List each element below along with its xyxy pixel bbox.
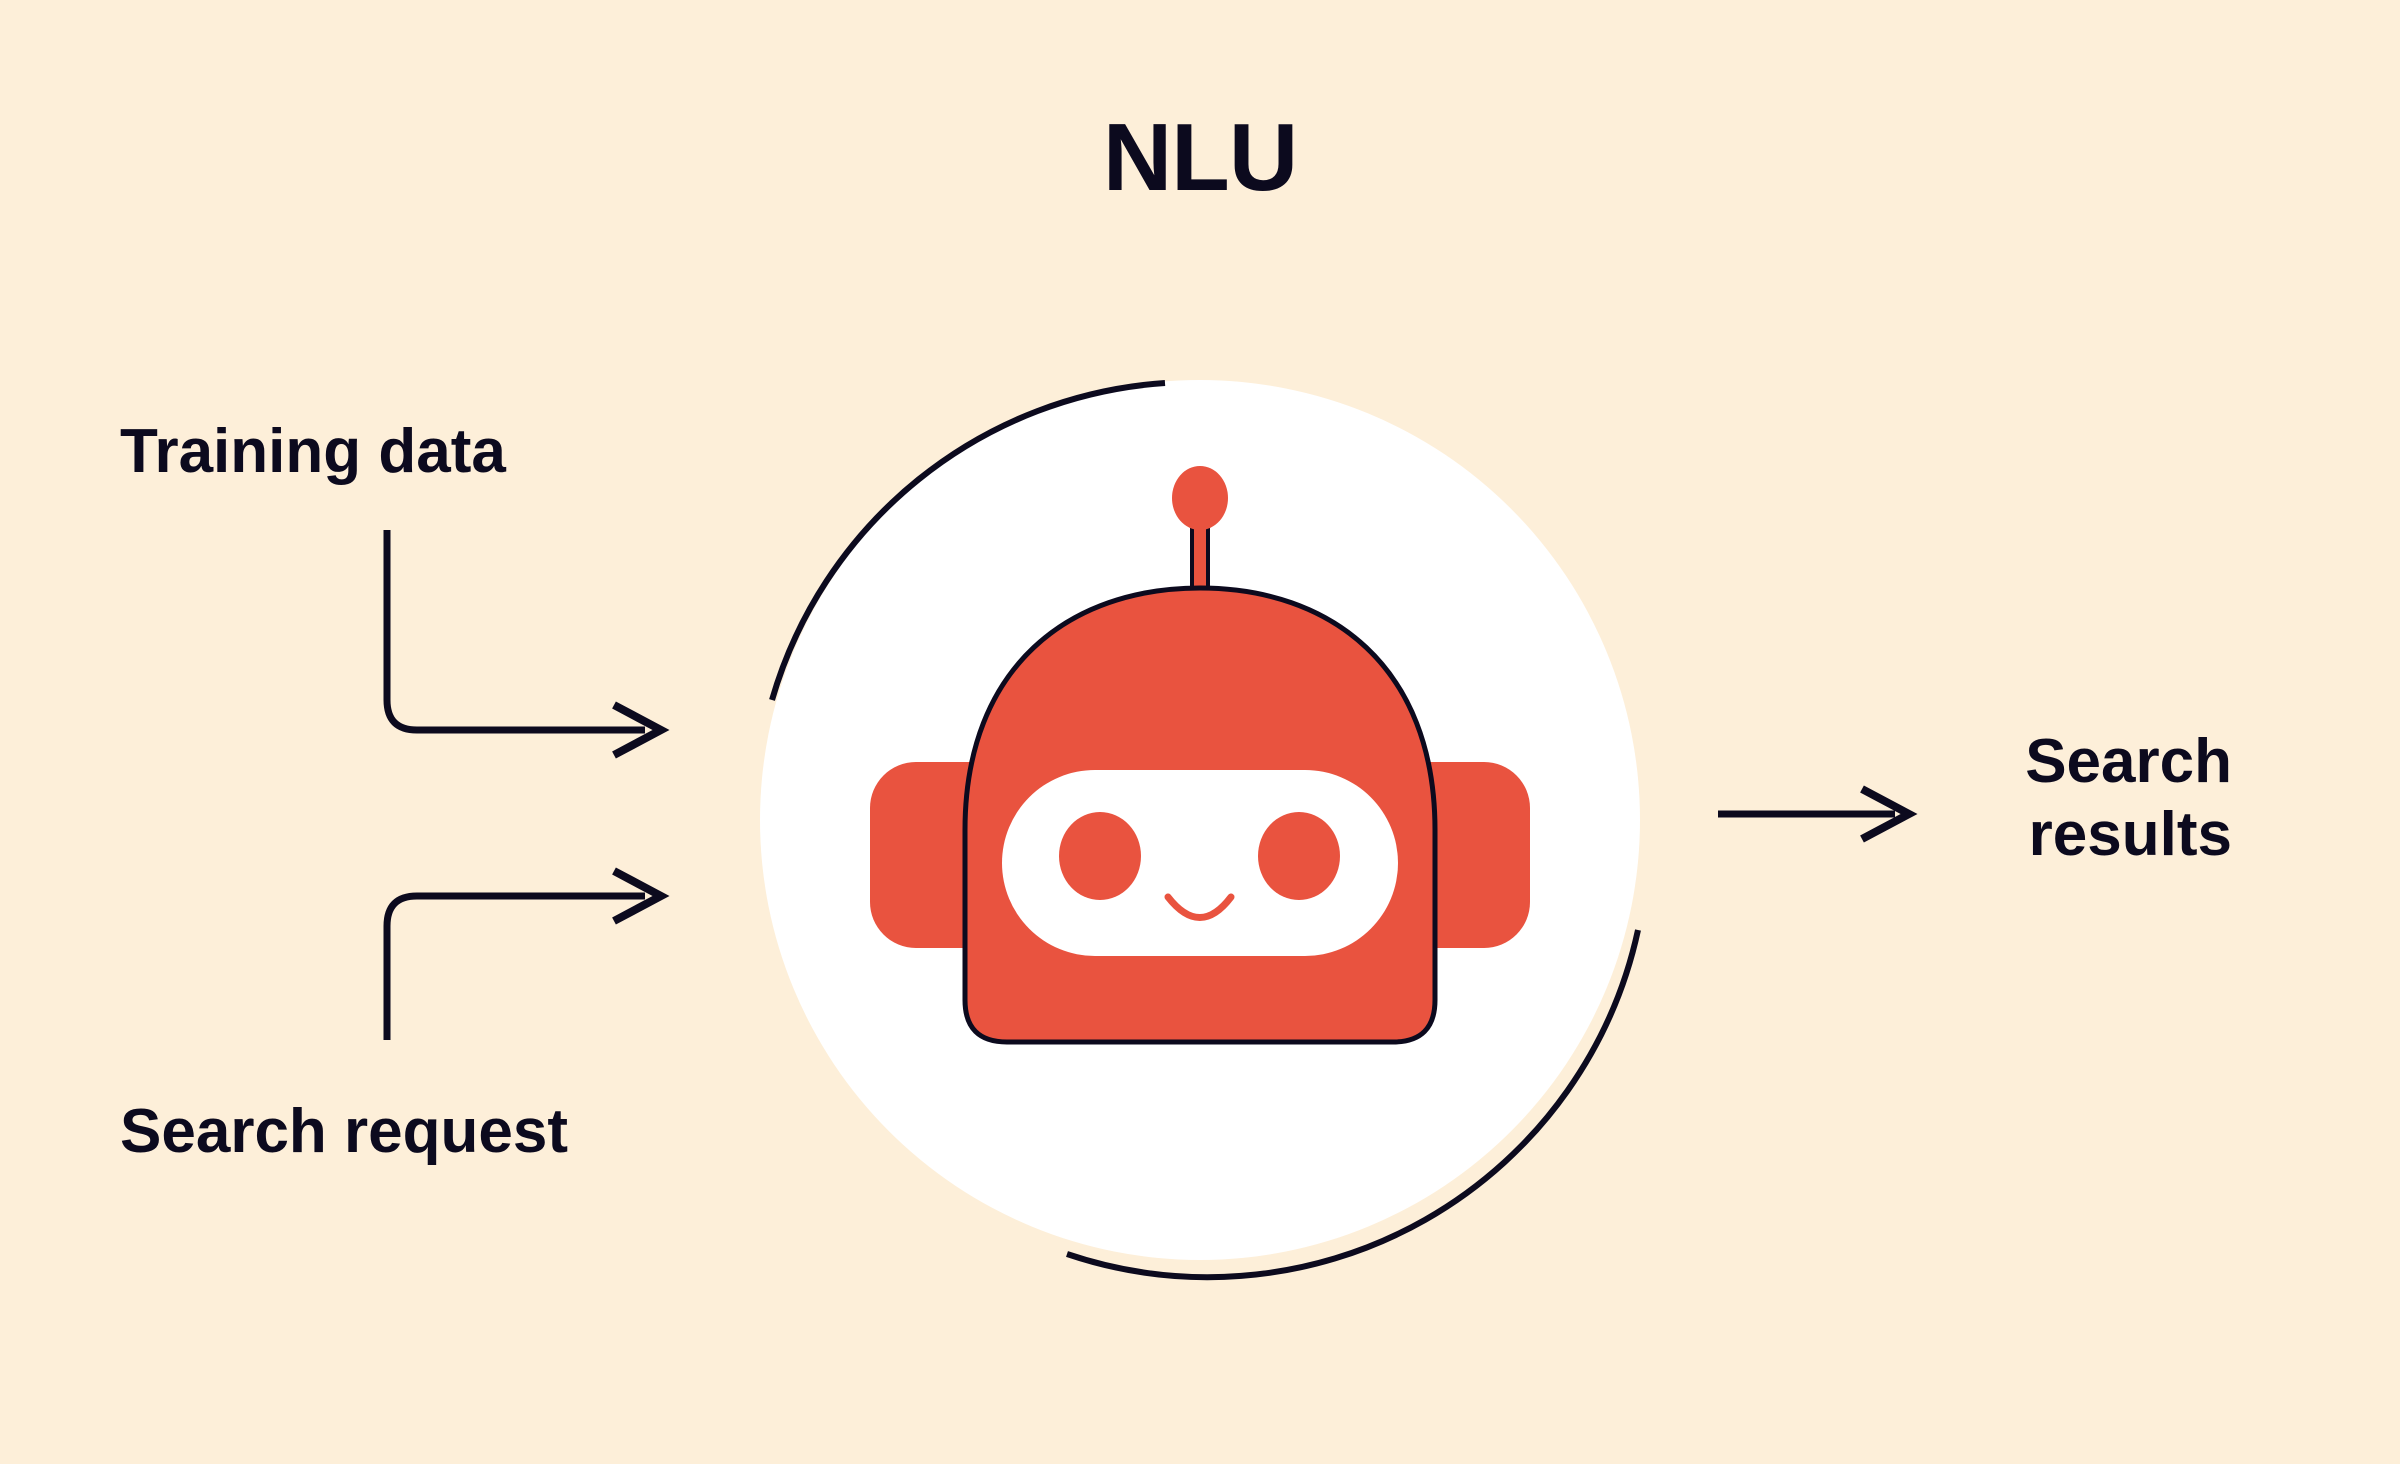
nlu-circle-arc-bottom — [1066, 929, 1641, 1281]
arrow-into-nlu-bottom — [383, 867, 670, 1040]
robot-antenna-stem-outline — [1190, 525, 1210, 596]
arrow-out-of-nlu — [1718, 785, 1918, 843]
arrow-into-nlu-top — [383, 530, 670, 759]
robot-smile — [1164, 893, 1235, 921]
input-label-training-data: Training data — [120, 417, 506, 486]
output-label-line-2: results — [2028, 800, 2232, 870]
input-label-search-request: Search request — [120, 1097, 568, 1166]
robot-eye-right — [1258, 812, 1340, 900]
page-title: NLU — [1102, 104, 1298, 211]
output-label-line-1: Search — [2025, 727, 2232, 796]
output-label-search-results: Search results — [1912, 725, 2232, 871]
nlu-circle-arc-top — [769, 380, 1166, 701]
robot-eye-left — [1059, 812, 1141, 900]
robot-antenna-knob — [1172, 466, 1228, 530]
nlu-robot — [870, 466, 1530, 1045]
